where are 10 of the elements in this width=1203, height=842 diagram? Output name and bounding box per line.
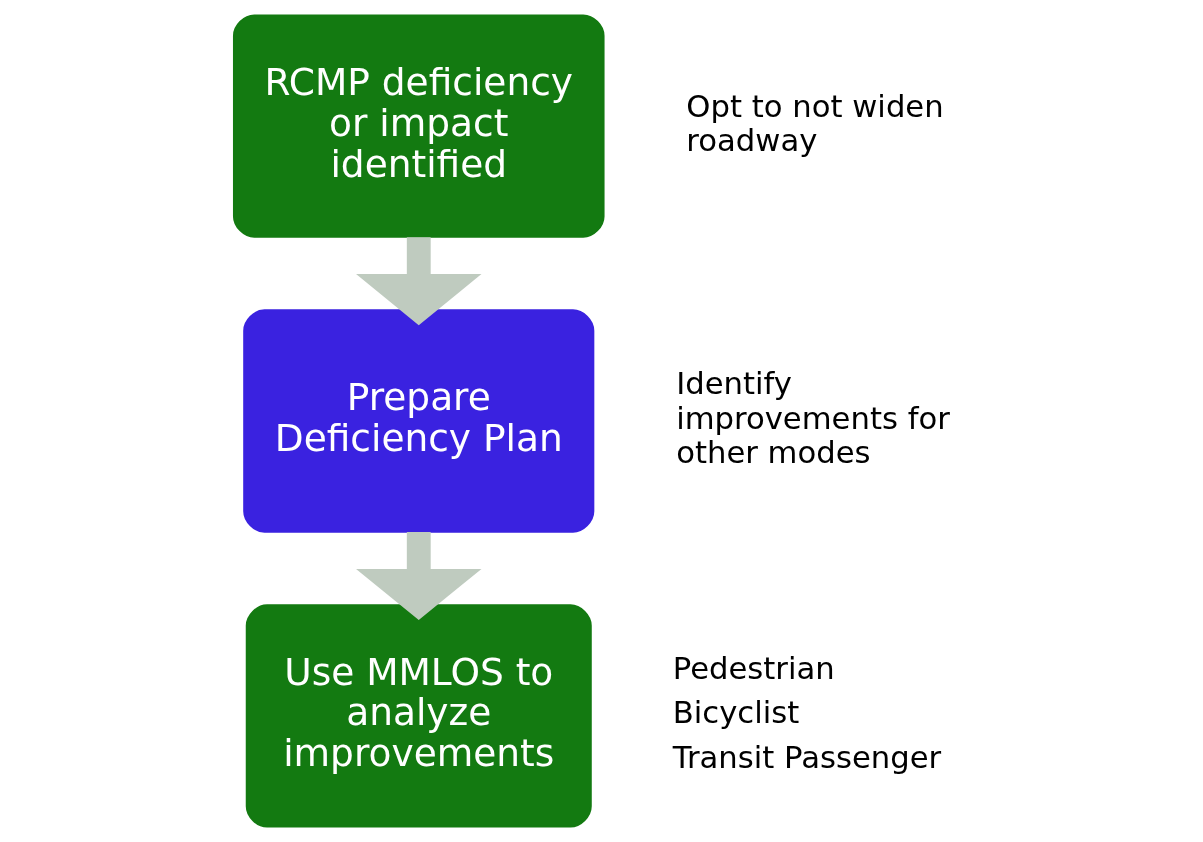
node-label: Transit Passenger xyxy=(672,739,941,775)
node-box: Prepare Deficiency Plan xyxy=(242,309,594,533)
arrow xyxy=(355,237,481,326)
node-box: RCMP deficiency or impact identified xyxy=(232,14,605,238)
arrow xyxy=(355,532,481,621)
node-box: Use MMLOS to analyze improvements xyxy=(245,604,592,828)
node-label: Opt to not widen roadway xyxy=(685,88,944,158)
node-label: Bicyclist xyxy=(672,695,799,731)
node-label: Pedestrian xyxy=(672,651,835,687)
node-label: Identify improvements for other modes xyxy=(675,366,950,470)
